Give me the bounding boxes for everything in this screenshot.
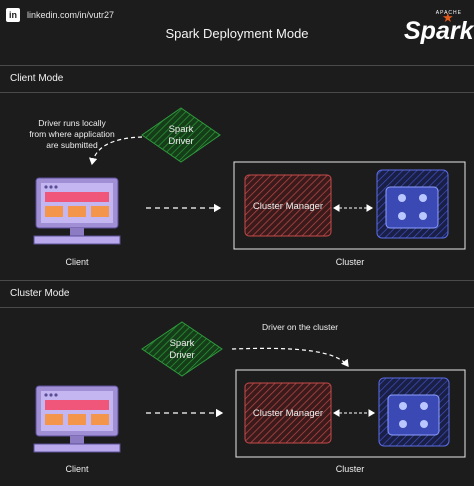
- page-title: Spark Deployment Mode: [165, 26, 309, 41]
- client-mode-cluster-label: Cluster: [335, 257, 365, 267]
- client-mode-client-label: Client: [65, 257, 89, 267]
- client-mode-driver-note: Driver runs locally from where applicati…: [10, 118, 134, 151]
- cluster-mode-cluster-manager: [244, 382, 332, 444]
- cluster-mode-driver-label: Spark Driver: [152, 338, 212, 362]
- note-line3: are submitted: [46, 140, 98, 150]
- cluster-mode-spark-driver: [141, 321, 223, 377]
- client-mode-driver-label: Spark Driver: [151, 124, 211, 148]
- apache-spark-logo: APACHE ★ Spark: [402, 6, 473, 50]
- cluster-mode-cluster-label: Cluster: [335, 464, 365, 474]
- linkedin-icon: in: [6, 8, 20, 22]
- client-mode-cluster-manager-label: Cluster Manager: [252, 201, 324, 212]
- star-flame-icon: ★: [442, 10, 454, 25]
- client-mode-title: Client Mode: [10, 73, 64, 84]
- client-mode-spark-driver: [141, 107, 221, 163]
- client-mode-client-computer-icon: [33, 177, 121, 245]
- cluster-driver-arrow: [231, 347, 349, 367]
- cluster-mode-cluster-boundary: [235, 369, 466, 458]
- logo-spark-text: Spark: [404, 17, 474, 45]
- cluster-mode-driver-note: Driver on the cluster: [262, 322, 339, 332]
- client-mode-section-header: Client Mode: [0, 65, 474, 93]
- client-driver-arrow: [88, 136, 143, 166]
- client-mode-worker-node: [376, 169, 449, 239]
- cluster-mode-cluster-manager-label: Cluster Manager: [252, 408, 324, 419]
- client-mode-cluster-manager: [244, 174, 332, 237]
- client-mode-cluster-boundary: [233, 161, 466, 250]
- note-line1: Driver runs locally: [38, 118, 106, 128]
- driver-label-line1: Spark: [169, 338, 195, 349]
- cluster-mode-client-computer-icon: [33, 385, 121, 453]
- linkedin-url[interactable]: linkedin.com/in/vutr27: [27, 10, 115, 20]
- driver-label-line2: Driver: [168, 136, 194, 147]
- cluster-mode-worker-node: [378, 377, 450, 447]
- cluster-mode-section-header: Cluster Mode: [0, 280, 474, 308]
- driver-label-line2: Driver: [169, 350, 195, 361]
- cluster-mode-client-label: Client: [65, 464, 89, 474]
- cluster-mode-title: Cluster Mode: [10, 288, 70, 299]
- logo-apache-text: APACHE: [435, 10, 462, 16]
- note-line2: from where application: [29, 129, 115, 139]
- driver-label-line1: Spark: [168, 124, 194, 135]
